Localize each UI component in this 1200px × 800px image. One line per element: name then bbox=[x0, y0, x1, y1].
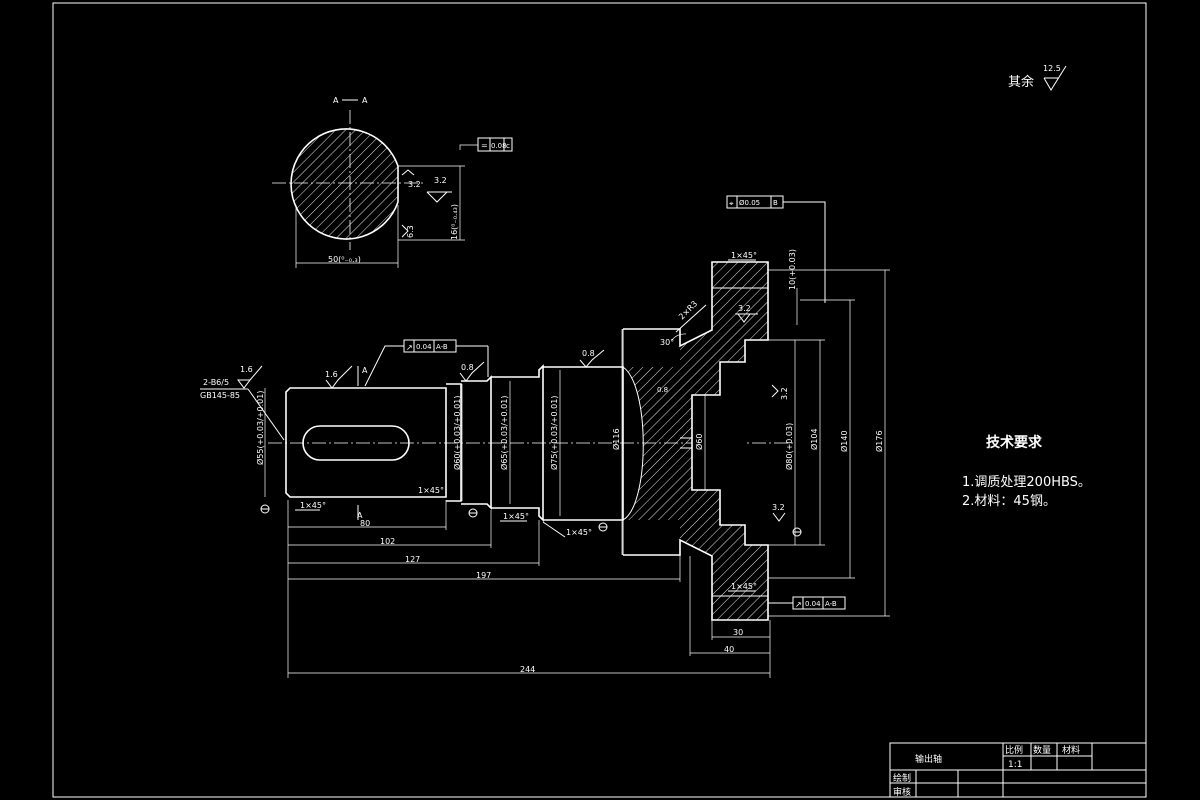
svg-text:Ø116: Ø116 bbox=[611, 428, 621, 450]
svg-text:3.2: 3.2 bbox=[738, 304, 751, 313]
roughness-note: 其余 12.5 bbox=[1008, 64, 1067, 91]
svg-text:其余: 其余 bbox=[1008, 74, 1034, 90]
svg-text:244: 244 bbox=[520, 665, 535, 674]
svg-text:1.调质处理200HBS。: 1.调质处理200HBS。 bbox=[962, 475, 1091, 490]
svg-text:输出轴: 输出轴 bbox=[915, 753, 942, 765]
svg-text:↗: ↗ bbox=[795, 600, 802, 609]
svg-text:A: A bbox=[357, 511, 363, 520]
svg-text:80: 80 bbox=[360, 519, 370, 528]
svg-text:Ø176: Ø176 bbox=[874, 430, 884, 452]
svg-text:数量: 数量 bbox=[1033, 744, 1051, 756]
svg-text:2×R3: 2×R3 bbox=[677, 299, 699, 321]
svg-text:2.材料：45钢。: 2.材料：45钢。 bbox=[962, 494, 1056, 509]
svg-text:Ø80(+0.03): Ø80(+0.03) bbox=[784, 423, 794, 470]
svg-text:16(⁰₋₀.₄₃): 16(⁰₋₀.₄₃) bbox=[450, 204, 459, 240]
svg-text:A: A bbox=[362, 96, 368, 105]
drawing-frame bbox=[52, 2, 1147, 798]
title-block: 输出轴 比例 数量 材料 1:1 绘制 审核 bbox=[889, 742, 1147, 798]
svg-text:0.08: 0.08 bbox=[491, 142, 507, 150]
svg-text:6.3: 6.3 bbox=[406, 225, 415, 238]
svg-text:Ø65(+0.03/+0.01): Ø65(+0.03/+0.01) bbox=[499, 396, 509, 470]
datum-markers bbox=[260, 504, 802, 537]
svg-text:1.6: 1.6 bbox=[325, 370, 338, 379]
svg-text:1×45°: 1×45° bbox=[418, 486, 444, 495]
svg-text:50(⁰₋₀.₃): 50(⁰₋₀.₃) bbox=[328, 255, 361, 264]
svg-text:0.8: 0.8 bbox=[582, 349, 595, 358]
svg-text:40: 40 bbox=[724, 645, 734, 654]
svg-text:Ø55(+0.03/+0.01): Ø55(+0.03/+0.01) bbox=[255, 391, 265, 465]
svg-text:1×45°: 1×45° bbox=[731, 582, 757, 591]
svg-text:Ø140: Ø140 bbox=[839, 430, 849, 452]
section-view: A A 50(⁰₋₀.₃) 16(⁰₋₀.₄₃) 3.2 3.2 6.3 = 0… bbox=[272, 96, 513, 268]
svg-text:A: A bbox=[362, 366, 368, 375]
svg-text:1:1: 1:1 bbox=[1008, 760, 1022, 770]
svg-text:102: 102 bbox=[380, 537, 395, 546]
svg-text:0.8: 0.8 bbox=[657, 386, 668, 394]
technical-requirements: 技术要求 1.调质处理200HBS。 2.材料：45钢。 bbox=[962, 434, 1091, 509]
svg-text:0.04: 0.04 bbox=[416, 343, 432, 351]
svg-text:技术要求: 技术要求 bbox=[986, 434, 1043, 451]
svg-text:⌖: ⌖ bbox=[729, 199, 734, 208]
svg-text:127: 127 bbox=[405, 555, 420, 564]
svg-text:30°: 30° bbox=[660, 338, 674, 347]
svg-text:30: 30 bbox=[733, 628, 743, 637]
svg-text:1×45°: 1×45° bbox=[731, 251, 757, 260]
svg-text:Ø60(+0.03/+0.01): Ø60(+0.03/+0.01) bbox=[452, 396, 462, 470]
svg-text:Ø104: Ø104 bbox=[809, 428, 819, 450]
svg-text:A: A bbox=[333, 96, 339, 105]
svg-text:A-B: A-B bbox=[825, 600, 837, 608]
svg-text:1×45°: 1×45° bbox=[300, 501, 326, 510]
svg-text:↗: ↗ bbox=[406, 343, 413, 352]
svg-text:197: 197 bbox=[476, 571, 491, 580]
svg-text:Ø60: Ø60 bbox=[694, 434, 704, 450]
svg-text:1.6: 1.6 bbox=[240, 365, 253, 374]
svg-text:B: B bbox=[773, 199, 778, 207]
svg-text:Ø75(+0.03/+0.01): Ø75(+0.03/+0.01) bbox=[549, 396, 559, 470]
svg-text:2-B6/5: 2-B6/5 bbox=[203, 378, 229, 387]
svg-text:3.2: 3.2 bbox=[772, 503, 785, 512]
svg-text:3.2: 3.2 bbox=[434, 176, 447, 185]
svg-text:12.5: 12.5 bbox=[1043, 64, 1061, 73]
svg-text:0.8: 0.8 bbox=[461, 363, 474, 372]
svg-text:GB145-85: GB145-85 bbox=[200, 391, 240, 400]
svg-text:1×45°: 1×45° bbox=[566, 528, 592, 537]
svg-text:3.2: 3.2 bbox=[408, 180, 421, 189]
svg-text:比例: 比例 bbox=[1005, 744, 1023, 756]
svg-text:3.2: 3.2 bbox=[780, 387, 789, 400]
svg-text:0.04: 0.04 bbox=[805, 600, 821, 608]
svg-text:1×45°: 1×45° bbox=[503, 512, 529, 521]
svg-text:=: = bbox=[481, 141, 488, 150]
svg-text:A-B: A-B bbox=[436, 343, 448, 351]
shaft-view: Ø55(+0.03/+0.01) Ø60(+0.03/+0.01) Ø65(+0… bbox=[200, 195, 890, 678]
svg-text:材料: 材料 bbox=[1062, 744, 1080, 756]
svg-text:审核: 审核 bbox=[893, 786, 911, 798]
svg-text:c: c bbox=[506, 142, 510, 150]
svg-text:10(+0.03): 10(+0.03) bbox=[788, 249, 797, 290]
svg-text:绘制: 绘制 bbox=[893, 772, 911, 784]
svg-text:Ø0.05: Ø0.05 bbox=[739, 199, 760, 207]
